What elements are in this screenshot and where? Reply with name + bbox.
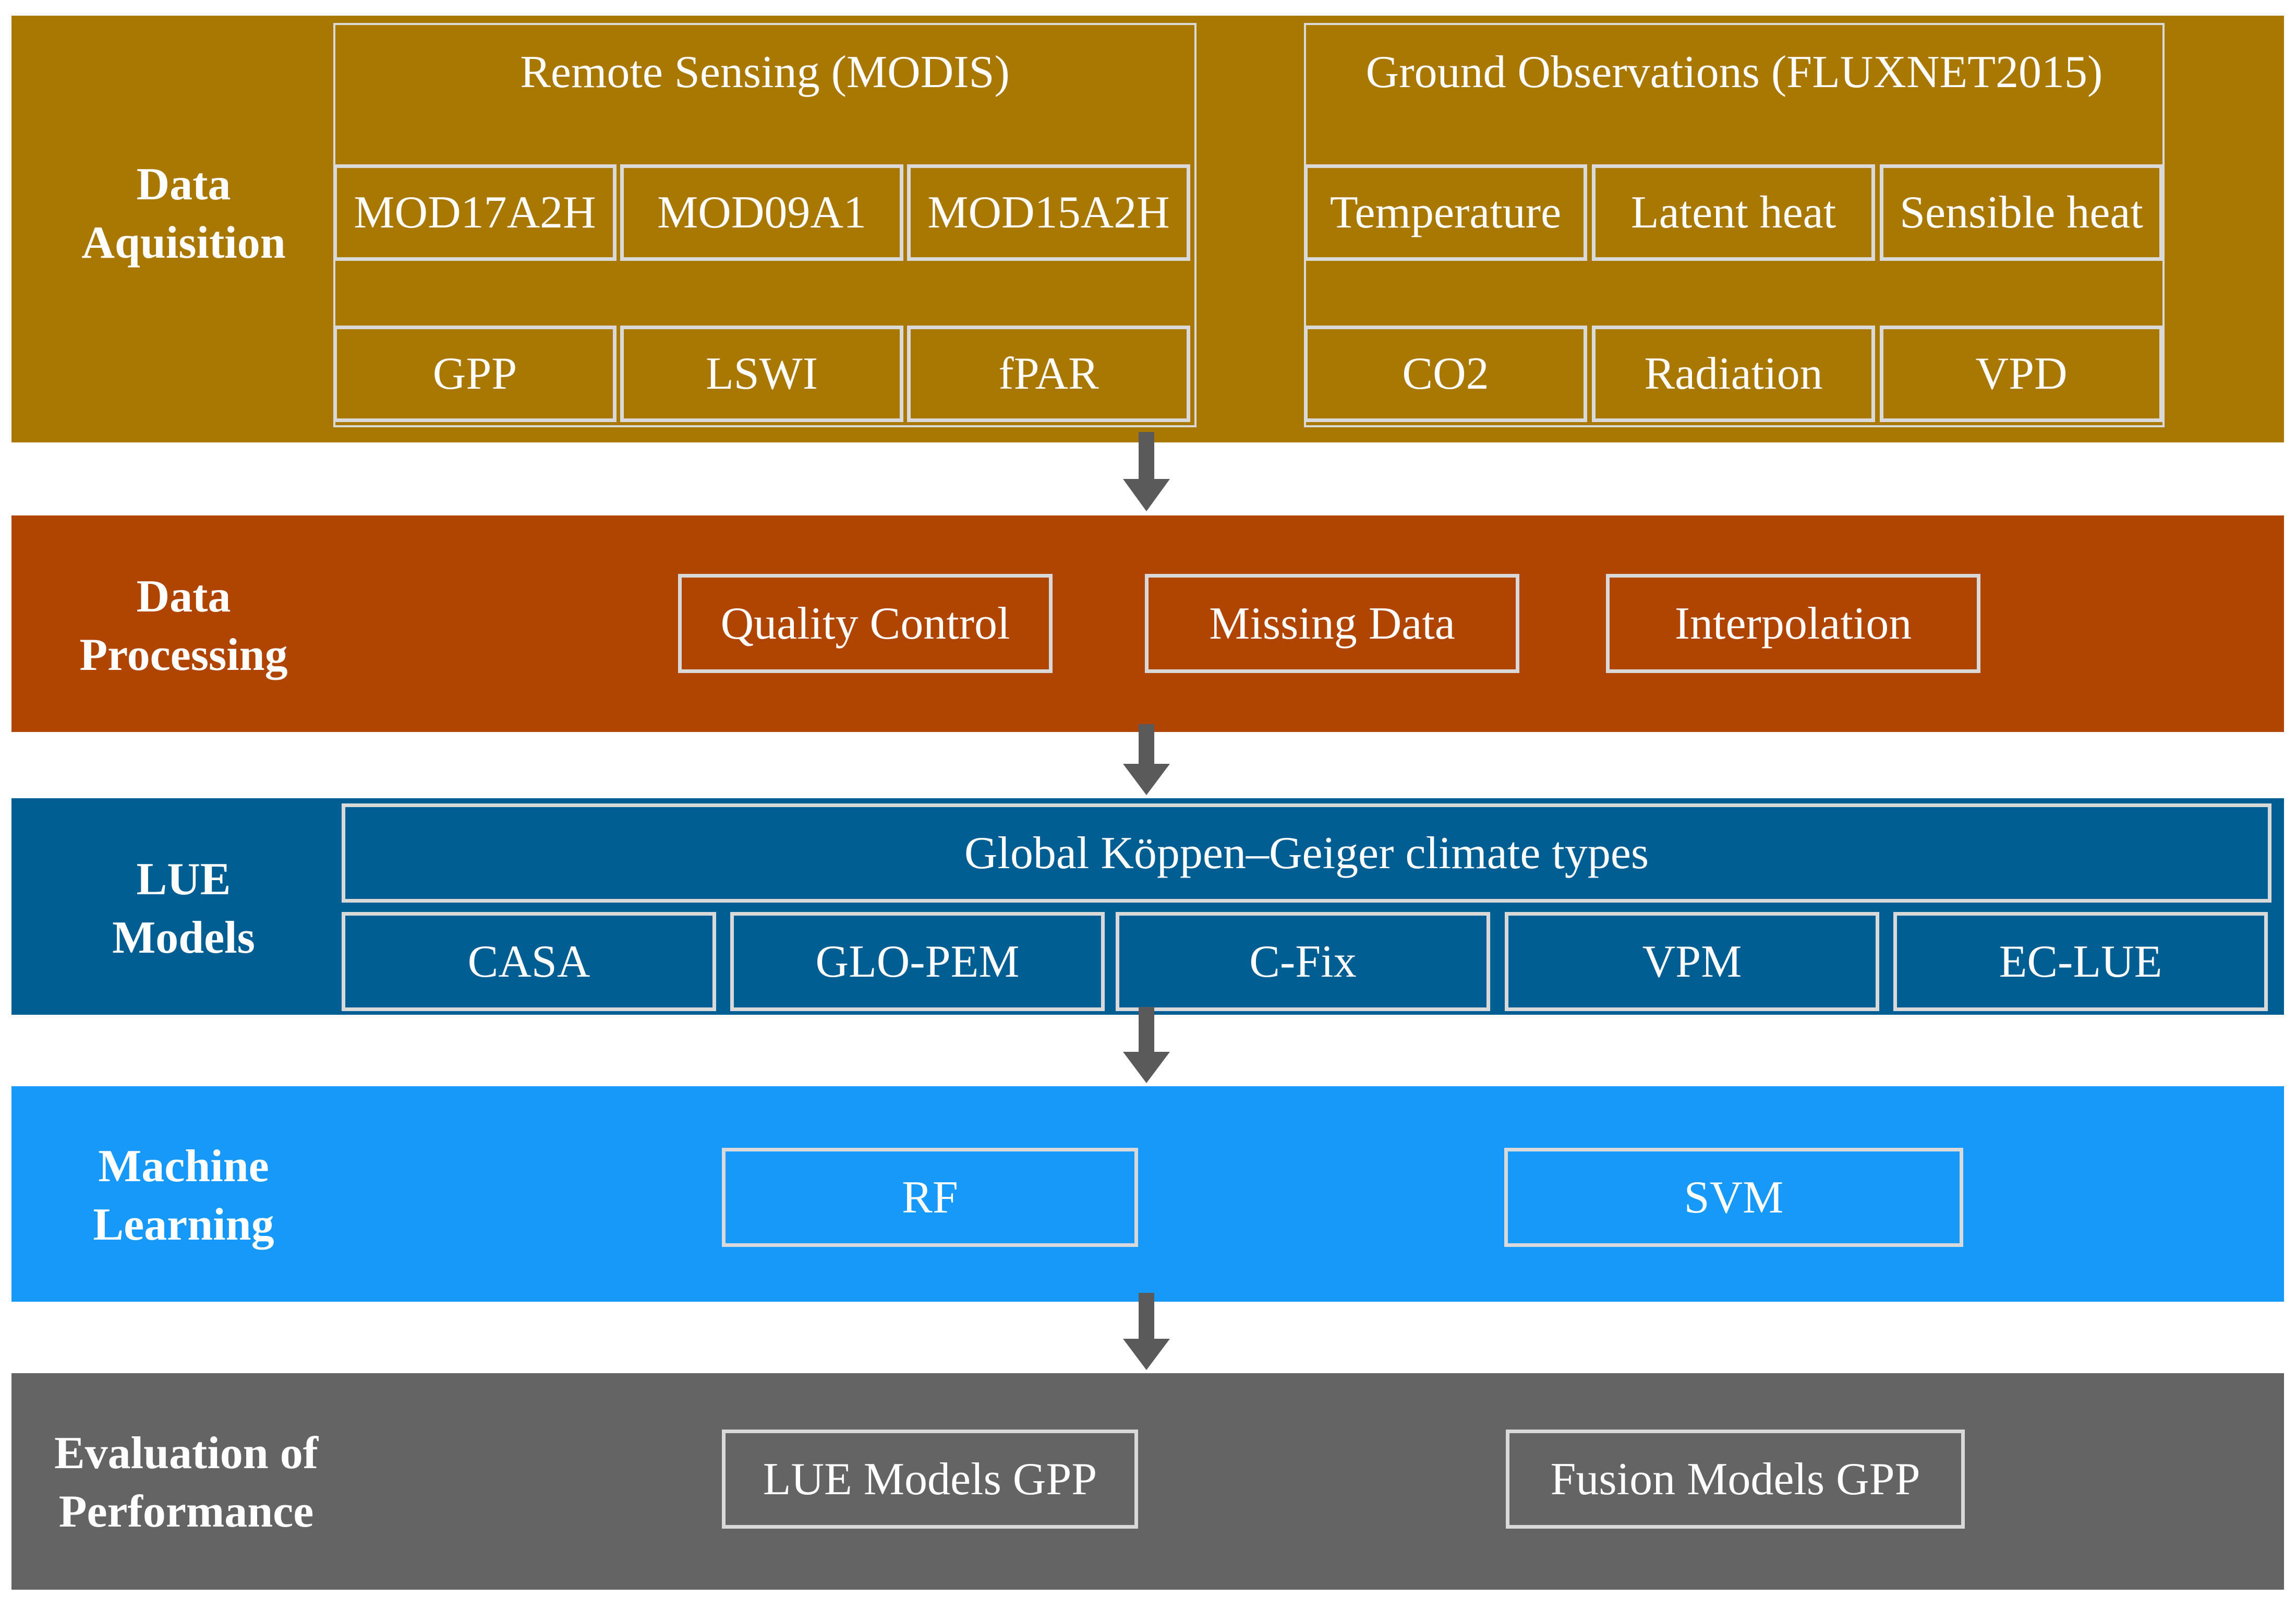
data-acquisition-band: Data Aquisition Remote Sensing (MODIS) M… (11, 16, 2284, 442)
remote-sensing-title: Remote Sensing (MODIS) (520, 47, 1010, 98)
flow-arrow-4 (1123, 1293, 1170, 1370)
variable-gpp: GPP (333, 326, 617, 422)
ground-co2: CO2 (1304, 326, 1587, 422)
ground-radiation: Radiation (1592, 326, 1875, 422)
method-rf: RF (722, 1148, 1138, 1247)
model-vpm: VPM (1505, 912, 1879, 1011)
variable-lswi: LSWI (620, 326, 903, 422)
model-casa: CASA (342, 912, 716, 1011)
flow-arrow-2-shaft (1139, 724, 1154, 766)
flow-arrow-3-shaft (1139, 1007, 1154, 1054)
flow-arrow-1-head (1123, 479, 1170, 511)
product-mod15a2h: MOD15A2H (907, 164, 1190, 261)
flow-arrow-1 (1123, 432, 1170, 511)
machine-learning-title: Machine Learning (93, 1141, 274, 1250)
evaluation-band: Evaluation of Performance LUE Models GPP… (11, 1373, 2284, 1590)
ground-vpd: VPD (1880, 326, 2163, 422)
ground-sensible-heat: Sensible heat (1880, 164, 2163, 261)
variable-fpar: fPAR (907, 326, 1190, 422)
output-lue-models-gpp: LUE Models GPP (722, 1430, 1138, 1529)
flow-arrow-3-head (1123, 1052, 1170, 1083)
output-fusion-models-gpp: Fusion Models GPP (1506, 1430, 1965, 1529)
method-svm: SVM (1504, 1148, 1963, 1247)
flow-arrow-4-shaft (1139, 1293, 1154, 1341)
model-glo-pem: GLO-PEM (730, 912, 1105, 1011)
lue-models-title: LUE Models (112, 854, 255, 963)
step-quality-control: Quality Control (678, 574, 1053, 673)
ground-temperature: Temperature (1304, 164, 1587, 261)
step-interpolation: Interpolation (1606, 574, 1980, 673)
product-mod09a1: MOD09A1 (620, 164, 903, 261)
model-ec-lue: EC-LUE (1893, 912, 2268, 1011)
data-processing-band: Data Processing Quality Control Missing … (11, 515, 2284, 732)
flow-arrow-2 (1123, 724, 1170, 795)
climate-types-box: Global Köppen–Geiger climate types (342, 803, 2271, 903)
flow-arrow-3 (1123, 1007, 1170, 1083)
model-c-fix: C-Fix (1116, 912, 1490, 1011)
evaluation-title: Evaluation of Performance (54, 1428, 319, 1537)
lue-models-band: LUE Models Global Köppen–Geiger climate … (11, 798, 2284, 1015)
ground-observations-title: Ground Observations (FLUXNET2015) (1365, 47, 2103, 98)
flow-arrow-2-head (1123, 764, 1170, 795)
machine-learning-band: Machine Learning RF SVM (11, 1086, 2284, 1302)
ground-latent-heat: Latent heat (1592, 164, 1875, 261)
flow-arrow-4-head (1123, 1339, 1170, 1370)
step-missing-data: Missing Data (1145, 574, 1519, 673)
product-mod17a2h: MOD17A2H (333, 164, 617, 261)
data-processing-title: Data Processing (79, 571, 288, 680)
flow-arrow-1-shaft (1139, 432, 1154, 482)
data-acquisition-title: Data Aquisition (81, 159, 286, 268)
